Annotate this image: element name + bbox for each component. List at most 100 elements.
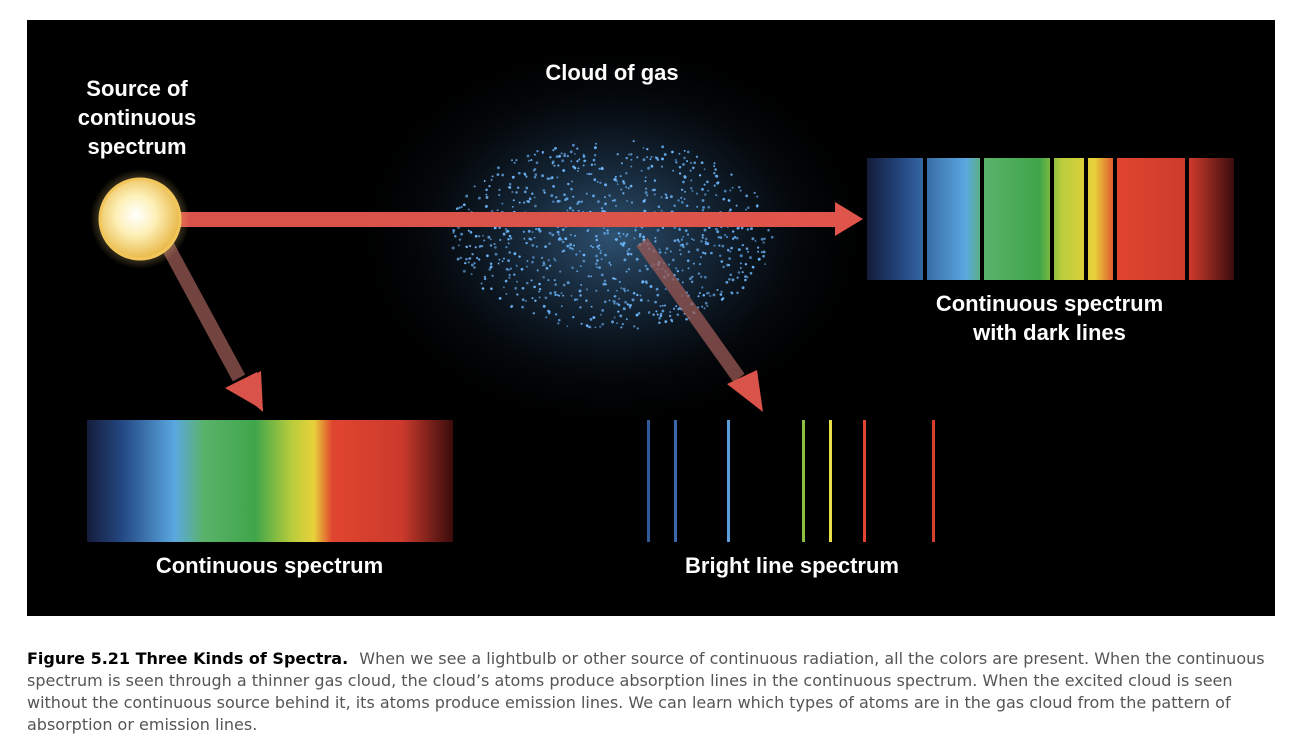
gas-atom-dot — [586, 288, 588, 290]
gas-atom-dot — [728, 278, 731, 281]
gas-atom-dot — [576, 298, 578, 300]
gas-atom-dot — [741, 227, 744, 230]
gas-atom-dot — [542, 151, 544, 153]
gas-atom-dot — [675, 161, 677, 163]
gas-atom-dot — [557, 231, 560, 234]
gas-atom-dot — [631, 201, 633, 203]
gas-atom-dot — [583, 165, 585, 167]
gas-atom-dot — [630, 159, 632, 161]
gas-atom-dot — [485, 189, 487, 191]
gas-atom-dot — [536, 161, 539, 164]
gas-atom-dot — [675, 159, 677, 161]
gas-atom-dot — [686, 205, 689, 208]
gas-atom-dot — [552, 163, 554, 165]
gas-atom-dot — [528, 160, 530, 162]
gas-atom-dot — [468, 230, 470, 232]
gas-atom-dot — [562, 228, 565, 231]
gas-atom-dot — [570, 150, 573, 153]
gas-atom-dot — [456, 207, 459, 210]
gas-atom-dot — [551, 176, 554, 179]
gas-atom-dot — [555, 196, 557, 198]
gas-atom-dot — [668, 264, 670, 266]
gas-atom-dot — [742, 244, 744, 246]
gas-atom-dot — [670, 195, 673, 198]
gas-atom-dot — [730, 247, 733, 250]
gas-atom-dot — [545, 297, 548, 300]
gas-atom-dot — [722, 198, 725, 201]
gas-atom-dot — [738, 271, 741, 274]
gas-atom-dot — [491, 210, 493, 212]
gas-atom-dot — [508, 251, 511, 254]
gas-atom-dot — [533, 312, 535, 314]
gas-atom-dot — [630, 253, 632, 255]
gas-atom-dot — [511, 159, 513, 161]
gas-atom-dot — [661, 310, 664, 313]
gas-atom-dot — [665, 193, 667, 195]
gas-atom-dot — [622, 180, 625, 183]
gas-atom-dot — [627, 253, 630, 256]
gas-atom-dot — [705, 238, 708, 241]
gas-atom-dot — [499, 239, 501, 241]
gas-atom-dot — [486, 196, 489, 199]
gas-atom-dot — [549, 292, 552, 295]
gas-atom-dot — [702, 237, 704, 239]
gas-atom-dot — [684, 198, 686, 200]
gas-atom-dot — [661, 145, 664, 148]
gas-atom-dot — [524, 191, 527, 194]
gas-atom-dot — [654, 237, 656, 239]
gas-atom-dot — [529, 197, 532, 200]
gas-atom-dot — [534, 237, 536, 239]
gas-atom-dot — [681, 189, 683, 191]
gas-atom-dot — [654, 301, 657, 304]
gas-atom-dot — [578, 210, 580, 212]
gas-atom-dot — [601, 167, 603, 169]
gas-atom-dot — [600, 250, 602, 252]
gas-atom-dot — [567, 155, 569, 157]
gas-atom-dot — [623, 233, 625, 235]
gas-atom-dot — [740, 262, 742, 264]
gas-atom-dot — [664, 153, 667, 156]
gas-atom-dot — [471, 253, 473, 255]
gas-atom-dot — [626, 200, 628, 202]
gas-atom-dot — [659, 251, 662, 254]
gas-atom-dot — [531, 261, 534, 264]
gas-atom-dot — [640, 299, 643, 302]
gas-atom-dot — [720, 291, 722, 293]
gas-atom-dot — [654, 193, 656, 195]
gas-atom-dot — [478, 235, 480, 237]
gas-atom-dot — [460, 257, 463, 260]
gas-atom-dot — [554, 279, 556, 281]
gas-atom-dot — [628, 187, 630, 189]
gas-atom-dot — [655, 310, 657, 312]
gas-atom-dot — [488, 185, 490, 187]
gas-atom-dot — [557, 322, 559, 324]
gas-atom-dot — [535, 228, 537, 230]
gas-atom-dot — [618, 298, 620, 300]
gas-atom-dot — [511, 191, 513, 193]
gas-atom-dot — [620, 326, 622, 328]
emission-line — [647, 420, 650, 542]
gas-atom-dot — [580, 284, 582, 286]
gas-atom-dot — [740, 254, 743, 257]
gas-atom-dot — [465, 195, 468, 198]
gas-atom-dot — [458, 206, 460, 208]
gas-atom-dot — [701, 306, 703, 308]
gas-atom-dot — [502, 260, 504, 262]
gas-atom-dot — [715, 194, 717, 196]
gas-atom-dot — [617, 183, 619, 185]
gas-atom-dot — [691, 281, 694, 284]
gas-atom-dot — [611, 320, 614, 323]
gas-atom-dot — [554, 283, 556, 285]
gas-atom-dot — [521, 306, 524, 309]
gas-atom-dot — [646, 156, 648, 158]
gas-atom-dot — [578, 167, 580, 169]
gas-atom-dot — [680, 197, 682, 199]
figure-caption: Figure 5.21 Three Kinds of Spectra. When… — [27, 648, 1267, 736]
gas-atom-dot — [571, 248, 574, 251]
gas-atom-dot — [585, 300, 587, 302]
label-cloud-of-gas: Cloud of gas — [517, 58, 707, 87]
gas-atom-dot — [457, 258, 460, 261]
gas-atom-dot — [633, 325, 635, 327]
gas-atom-dot — [590, 275, 592, 277]
gas-atom-dot — [578, 158, 580, 160]
